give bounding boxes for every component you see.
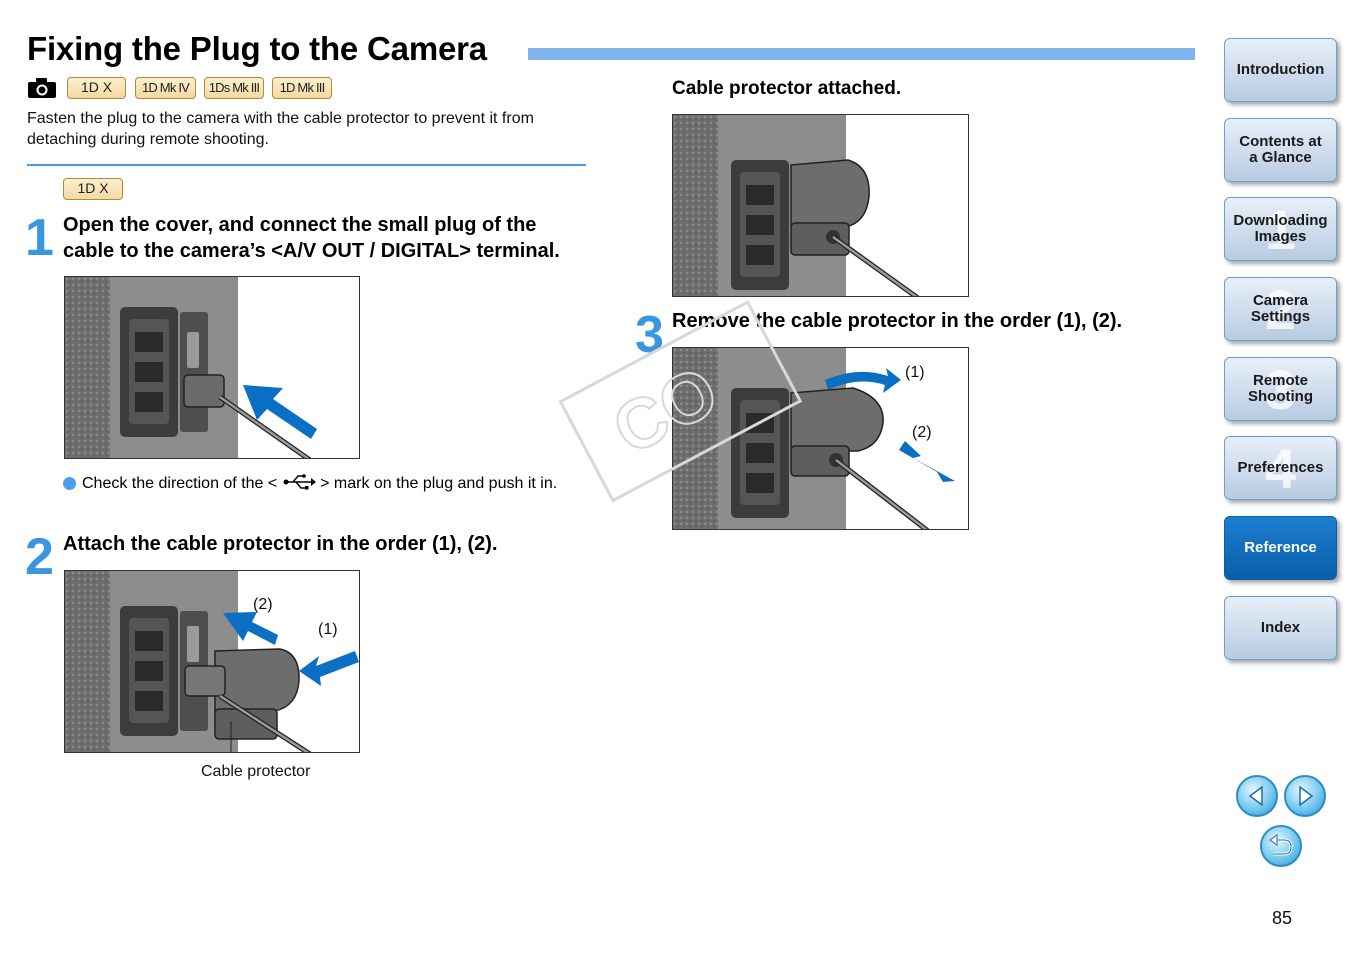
figure-callout-remove-2: (2) — [912, 424, 932, 441]
return-icon — [1269, 834, 1293, 856]
step-1-text: Open the cover, and connect the small pl… — [63, 214, 560, 262]
bullet-dot — [63, 477, 76, 490]
arrow-left-icon — [1248, 785, 1263, 807]
step-3-text: Remove the cable protector in the order … — [672, 310, 1123, 332]
nav-index[interactable]: Index — [1224, 596, 1337, 660]
next-page-button[interactable] — [1284, 775, 1326, 817]
attached-heading: Cable protector attached. — [672, 78, 902, 99]
note-text-before: Check the direction of the < — [82, 475, 282, 492]
section-badge: 1D X — [63, 178, 123, 200]
figure-attach-protector — [64, 570, 360, 753]
model-badge-1dx: 1D X — [67, 77, 126, 99]
previous-page-button[interactable] — [1236, 775, 1278, 817]
figure-callout-1: (1) — [318, 621, 338, 638]
step-number-3: 3 — [635, 306, 664, 364]
divider — [27, 164, 586, 166]
note-text-after: > mark on the plug and push it in. — [315, 475, 558, 492]
model-badge-1dsmkiii: 1Ds Mk III — [204, 77, 264, 99]
figure-protector-attached — [672, 114, 969, 297]
figure-callout-2: (2) — [253, 596, 273, 613]
step-2-text: Attach the cable protector in the order … — [63, 533, 498, 555]
usb-icon — [283, 474, 316, 490]
title-bar-decoration — [528, 48, 1195, 60]
arrow-right-icon — [1299, 785, 1314, 807]
figure-caption-cable-protector: Cable protector — [201, 763, 311, 780]
return-button[interactable] — [1260, 825, 1302, 867]
model-badge-1dmkiv: 1D Mk IV — [135, 77, 196, 99]
nav-contents-at-a-glance[interactable]: Contents at a Glance — [1224, 118, 1337, 182]
intro-paragraph: Fasten the plug to the camera with the c… — [27, 110, 534, 148]
page-number: 85 — [1272, 908, 1293, 928]
nav-introduction[interactable]: Introduction — [1224, 38, 1337, 102]
nav-reference[interactable]: Reference — [1224, 516, 1337, 580]
figure-callout-remove-1: (1) — [905, 364, 925, 381]
step-number-1: 1 — [25, 209, 54, 267]
copy-watermark: CO — [558, 300, 803, 503]
page-title: Fixing the Plug to the Camera — [27, 30, 487, 67]
note-bullet: Check the direction of the < > mark on t… — [63, 472, 593, 495]
camera-icon — [28, 78, 56, 98]
figure-remove-protector — [672, 347, 969, 530]
figure-connect-plug — [64, 276, 360, 459]
step-number-2: 2 — [25, 528, 54, 586]
model-badge-1dmkiii: 1D Mk III — [272, 77, 332, 99]
